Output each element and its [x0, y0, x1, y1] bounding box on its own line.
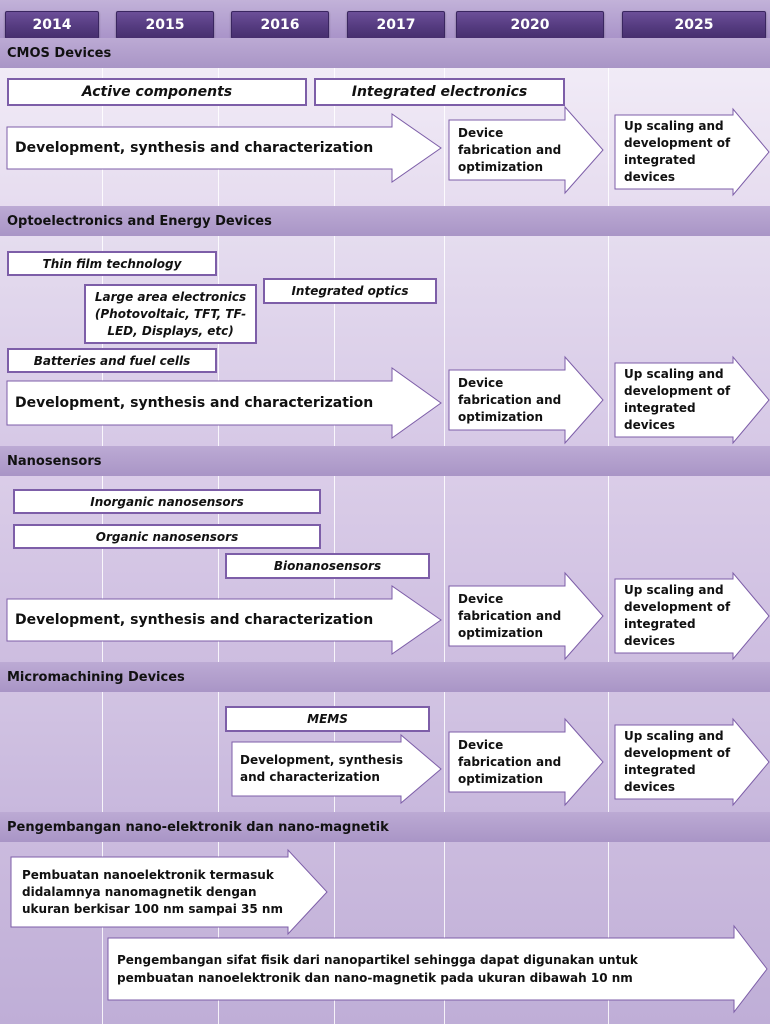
section-title-pengembangan: Pengembangan nano-elektronik dan nano-ma…	[0, 812, 770, 842]
section-title-cmos: CMOS Devices	[0, 38, 770, 68]
micro-scale-arrow	[614, 717, 770, 807]
opto-fab-arrow	[448, 355, 604, 445]
cmos-dev-arrow	[6, 113, 442, 183]
pengembangan-label-2: Pengembangan sifat fisik dari nanopartik…	[117, 953, 638, 985]
year-2020: 2020	[456, 11, 604, 39]
opto-dev-arrow	[6, 367, 442, 439]
nano-fab-arrow	[448, 571, 604, 661]
nano-scale-arrow	[614, 571, 770, 661]
cmos-scale-arrow	[614, 107, 770, 197]
nano-dev-arrow	[6, 585, 442, 655]
opto-scale-label: Up scaling and development of integrated…	[624, 367, 731, 432]
year-header: 2014 2015 2016 2017 2020 2025	[0, 0, 770, 40]
section-title-micro: Micromachining Devices	[0, 662, 770, 692]
batteries-box: Batteries and fuel cells	[7, 348, 217, 373]
opto-dev-label: Development, synthesis and characterizat…	[15, 395, 374, 411]
active-components-box: Active components	[7, 78, 307, 106]
year-2025: 2025	[622, 11, 766, 39]
cmos-dev-label: Development, synthesis and characterizat…	[15, 140, 374, 156]
cmos-fab-arrow	[448, 105, 604, 195]
micro-fab-arrow	[448, 717, 604, 807]
nano-scale-label: Up scaling and development of integrated…	[624, 583, 731, 648]
integrated-optics-box: Integrated optics	[263, 278, 437, 304]
year-2016: 2016	[231, 11, 329, 39]
opto-scale-arrow	[614, 355, 770, 445]
cmos-scale-label: Up scaling and development of integrated…	[624, 119, 731, 184]
pengembangan-label-1: Pembuatan nanoelektronik termasuk didala…	[22, 867, 283, 916]
year-2017: 2017	[347, 11, 445, 39]
micro-dev-label: Development, synthesis and characterizat…	[240, 753, 403, 784]
year-2014: 2014	[5, 11, 99, 39]
section-title-nano: Nanosensors	[0, 446, 770, 476]
bionanosensors-box: Bionanosensors	[225, 553, 430, 579]
large-area-box: Large area electronics (Photovoltaic, TF…	[84, 284, 257, 344]
micro-dev-arrow	[231, 733, 442, 805]
nano-dev-label: Development, synthesis and characterizat…	[15, 612, 374, 628]
gridline	[444, 40, 445, 1024]
opto-fab-label: Device fabrication and optimization	[458, 375, 562, 424]
cmos-fab-label: Device fabrication and optimization	[458, 125, 562, 174]
organic-nanosensors-box: Organic nanosensors	[13, 524, 321, 549]
year-2015: 2015	[116, 11, 214, 39]
micro-scale-label: Up scaling and development of integrated…	[624, 729, 731, 794]
integrated-electronics-box: Integrated electronics	[314, 78, 565, 106]
pengembangan-arrow-1	[10, 848, 328, 936]
pengembangan-arrow-2	[107, 924, 768, 1014]
gridline	[608, 40, 609, 1024]
micro-fab-label: Device fabrication and optimization	[458, 737, 562, 786]
gridline	[334, 40, 335, 1024]
nano-fab-label: Device fabrication and optimization	[458, 591, 562, 640]
thin-film-box: Thin film technology	[7, 251, 217, 276]
inorganic-nanosensors-box: Inorganic nanosensors	[13, 489, 321, 514]
mems-box: MEMS	[225, 706, 430, 732]
section-title-opto: Optoelectronics and Energy Devices	[0, 206, 770, 236]
